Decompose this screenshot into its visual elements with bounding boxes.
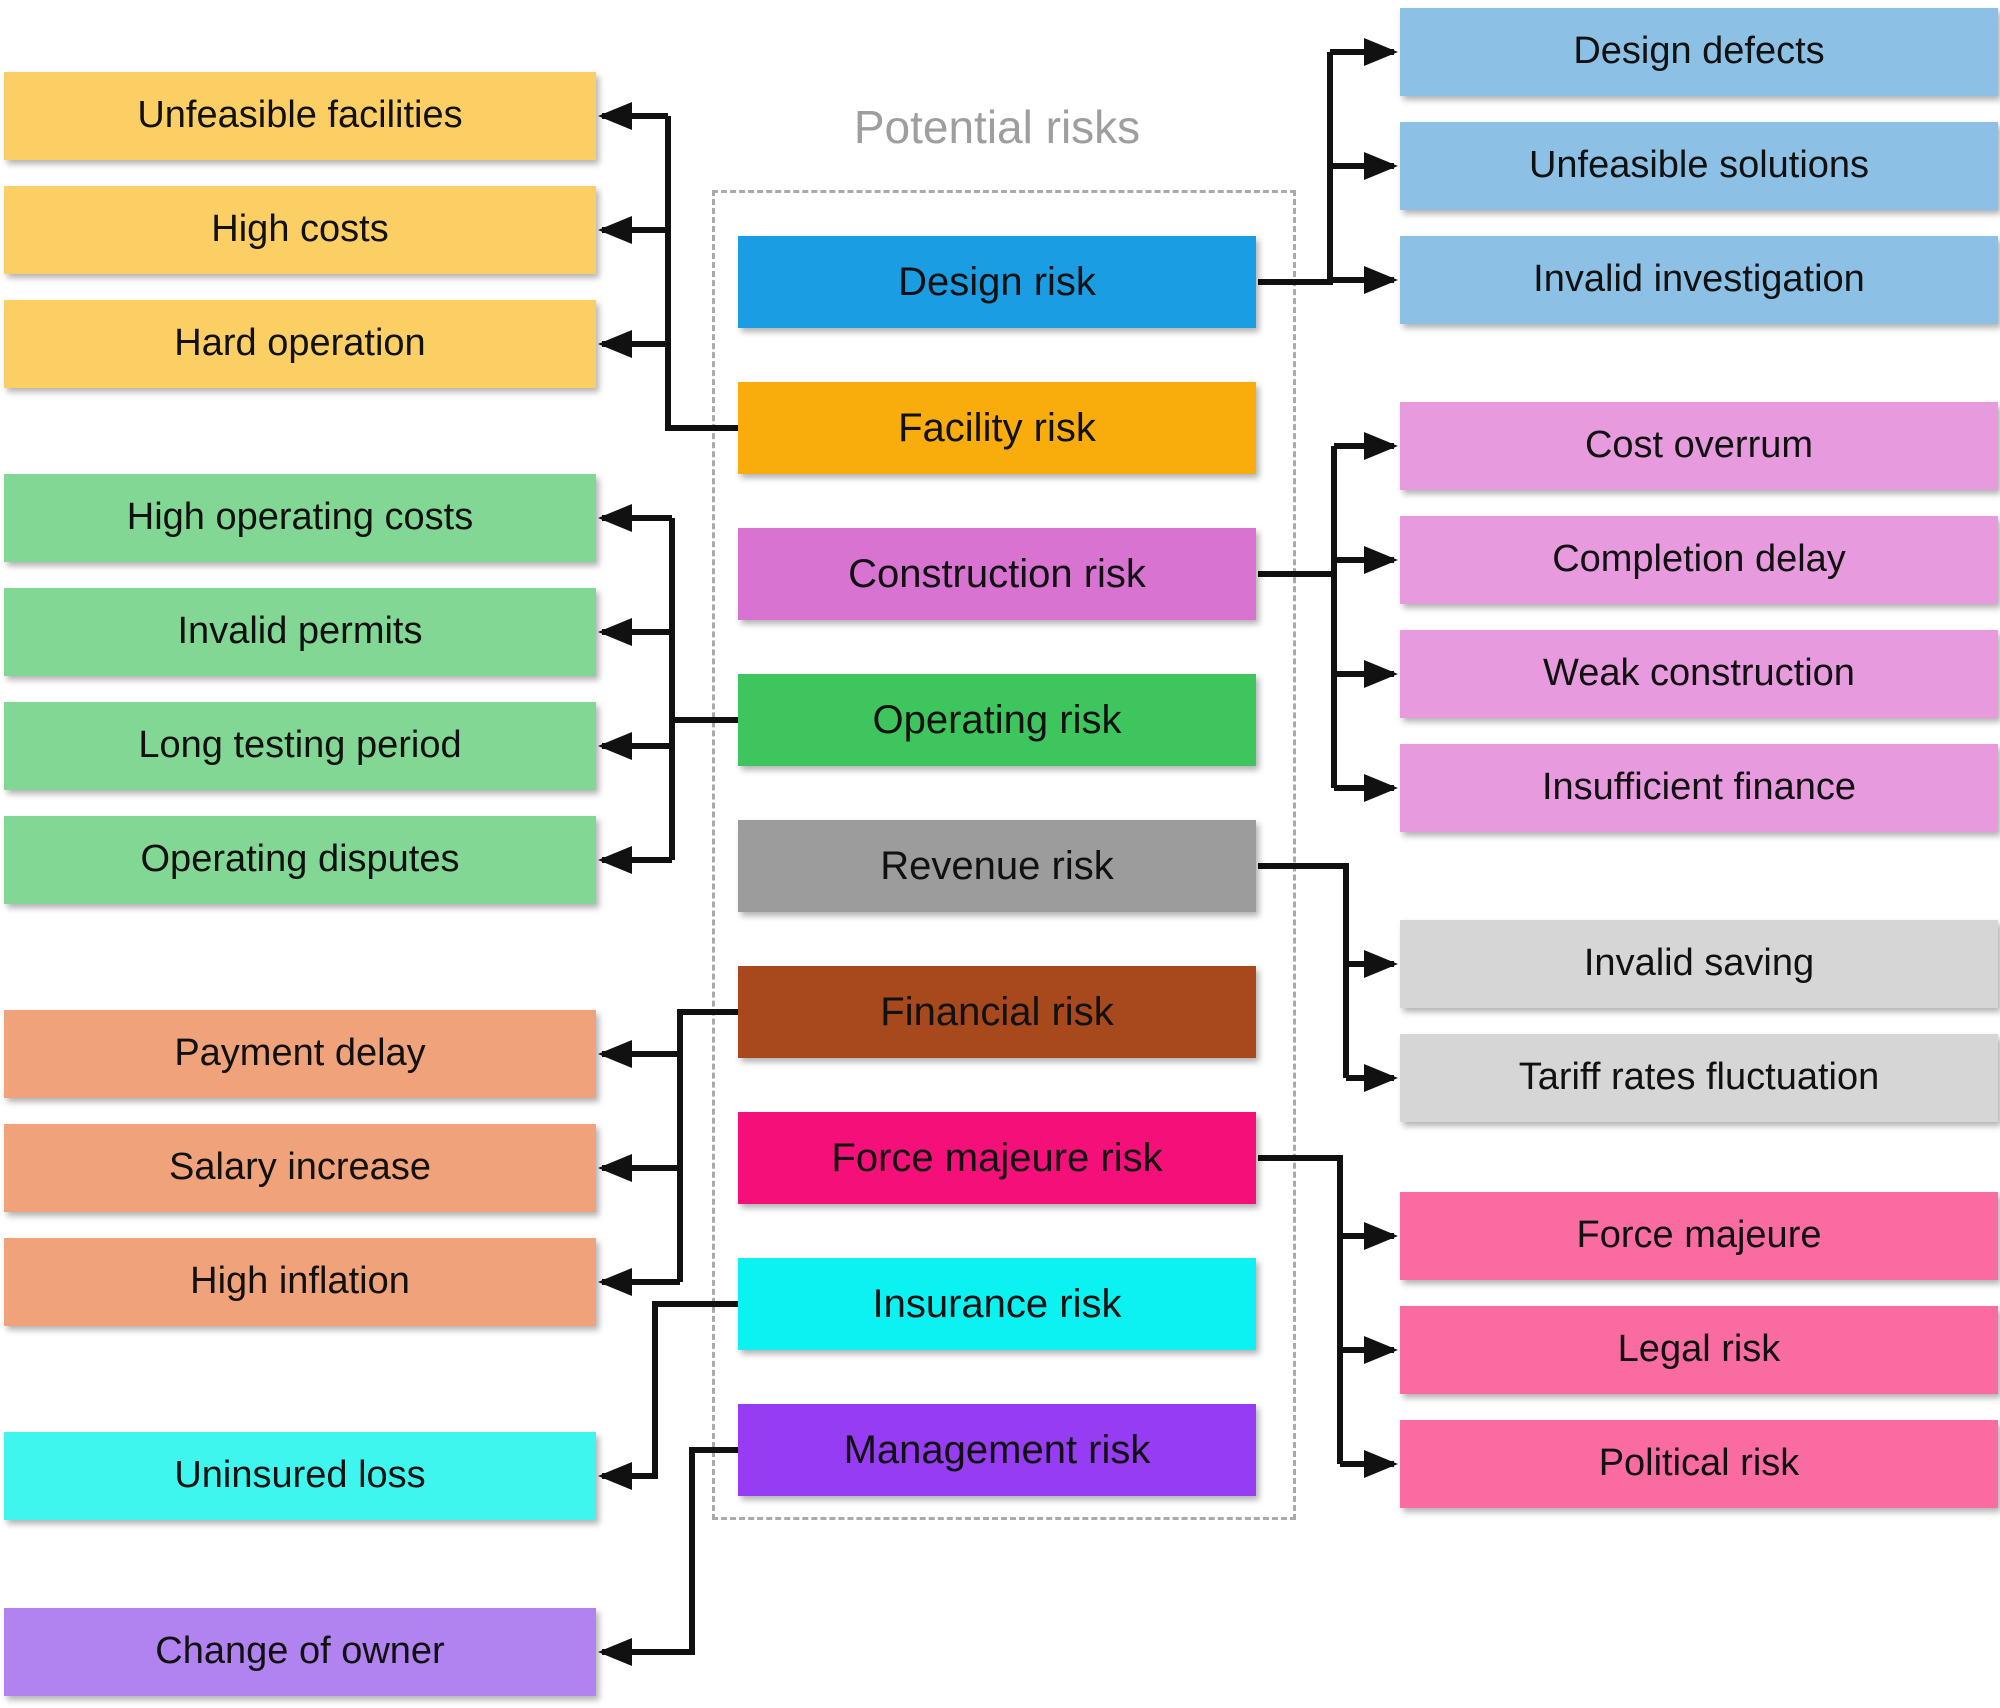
right-box-invalid-saving: Invalid saving	[1400, 920, 1998, 1008]
center-box-operating-risk: Operating risk	[738, 674, 1256, 766]
left-box-invalid-permits: Invalid permits	[4, 588, 596, 676]
center-box-design-risk: Design risk	[738, 236, 1256, 328]
left-box-long-testing-period: Long testing period	[4, 702, 596, 790]
forcemajeure-trunk	[1258, 1155, 1343, 1464]
facility-trunk	[665, 116, 738, 431]
right-box-political-risk: Political risk	[1400, 1420, 1998, 1508]
arrow-uninsured-loss	[598, 1301, 738, 1490]
diagram-title: Potential risks	[853, 101, 1141, 153]
revenue-trunk	[1258, 863, 1349, 1078]
right-box-force-majeure: Force majeure	[1400, 1192, 1998, 1280]
left-box-uninsured-loss: Uninsured loss	[4, 1432, 596, 1520]
left-box-hard-operation: Hard operation	[4, 300, 596, 388]
right-box-legal-risk: Legal risk	[1400, 1306, 1998, 1394]
arrow-change-of-owner	[598, 1447, 738, 1666]
right-box-tariff-rates-fluctuation: Tariff rates fluctuation	[1400, 1034, 1998, 1122]
right-box-invalid-investigation: Invalid investigation	[1400, 236, 1998, 324]
right-box-cost-overrum: Cost overrum	[1400, 402, 1998, 490]
right-box-design-defects: Design defects	[1400, 8, 1998, 96]
left-box-payment-delay: Payment delay	[4, 1010, 596, 1098]
left-box-change-of-owner: Change of owner	[4, 1608, 596, 1696]
center-box-construction-risk: Construction risk	[738, 528, 1256, 620]
center-box-financial-risk: Financial risk	[738, 966, 1256, 1058]
design-trunk	[1258, 52, 1333, 285]
operating-trunk	[669, 518, 738, 860]
construction-trunk	[1258, 446, 1337, 788]
financial-trunk	[677, 1009, 738, 1282]
center-box-management-risk: Management risk	[738, 1404, 1256, 1496]
center-box-force-majeure-risk: Force majeure risk	[738, 1112, 1256, 1204]
potential-risks-frame	[712, 190, 1296, 1520]
left-box-high-operating-costs: High operating costs	[4, 474, 596, 562]
right-box-unfeasible-solutions: Unfeasible solutions	[1400, 122, 1998, 210]
left-box-high-inflation: High inflation	[4, 1238, 596, 1326]
left-box-unfeasible-facilities: Unfeasible facilities	[4, 72, 596, 160]
left-box-salary-increase: Salary increase	[4, 1124, 596, 1212]
center-box-facility-risk: Facility risk	[738, 382, 1256, 474]
right-box-completion-delay: Completion delay	[1400, 516, 1998, 604]
center-box-revenue-risk: Revenue risk	[738, 820, 1256, 912]
right-box-weak-construction: Weak construction	[1400, 630, 1998, 718]
left-box-high-costs: High costs	[4, 186, 596, 274]
center-box-insurance-risk: Insurance risk	[738, 1258, 1256, 1350]
right-box-insufficient-finance: Insufficient finance	[1400, 744, 1998, 832]
left-box-operating-disputes: Operating disputes	[4, 816, 596, 904]
